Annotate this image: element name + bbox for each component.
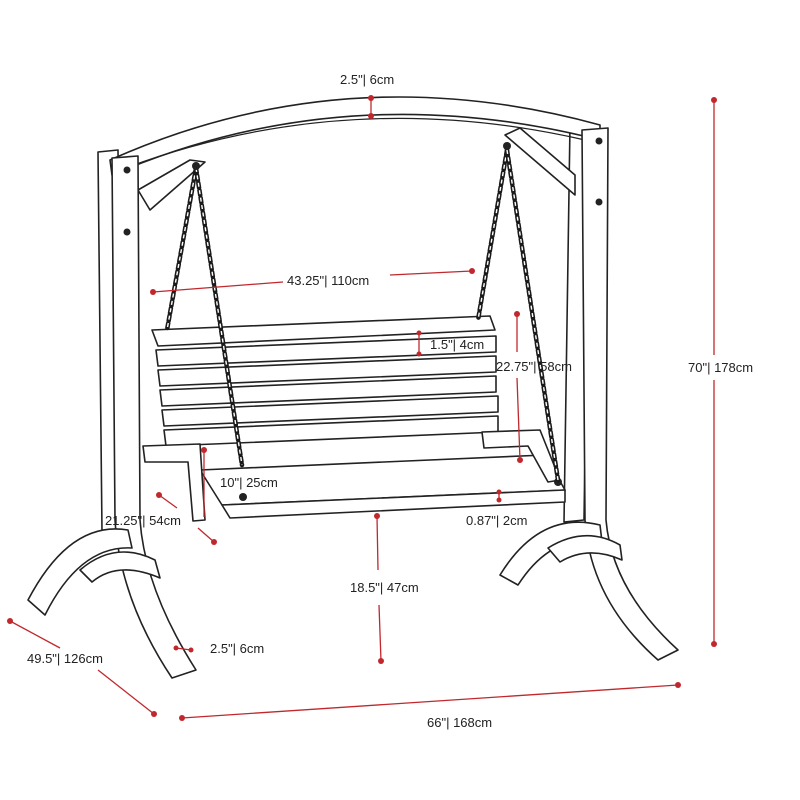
bolt (595, 137, 603, 145)
right-rear-chain-inner (477, 149, 508, 321)
chain-hook (192, 162, 200, 170)
label-frame-depth: 49.5"| 126cm (27, 651, 103, 666)
label-leg-thickness: 2.5"| 6cm (210, 641, 264, 656)
right-front-chain-inner (506, 149, 559, 481)
bolt (239, 493, 247, 501)
dim-line-seat-depth (158, 494, 178, 509)
label-seat-thickness: 0.87"| 2cm (466, 513, 527, 528)
label-frame-height: 70"| 178cm (688, 360, 753, 375)
bolt (595, 198, 603, 206)
swing-bench (142, 315, 566, 522)
hanging-chains (164, 142, 561, 483)
bolt (123, 228, 131, 236)
front-right-leg (581, 127, 679, 661)
dim-endpoint (374, 513, 380, 519)
swing-frame (27, 96, 679, 679)
dim-endpoint (151, 711, 157, 717)
dim-endpoint (675, 682, 681, 688)
dimension-lines (7, 95, 717, 721)
dim-endpoint (469, 268, 475, 274)
dim-endpoint (150, 289, 156, 295)
left-rear-chain-inner (166, 167, 197, 331)
back-slat (155, 335, 497, 367)
label-armrest-height: 10"| 25cm (220, 475, 278, 490)
dim-endpoint (416, 351, 422, 357)
chain-hook (503, 142, 511, 150)
dim-endpoint (711, 97, 717, 103)
dim-line-seat-depth (197, 527, 215, 543)
right-armrest (481, 429, 561, 483)
dim-endpoint (514, 311, 520, 317)
left-foot-arch (27, 528, 133, 616)
dim-endpoint (368, 113, 374, 119)
left-inner-arch (79, 551, 161, 583)
dim-endpoint (517, 457, 523, 463)
dim-endpoint (179, 715, 185, 721)
label-seat-depth: 21.25"| 54cm (105, 513, 181, 528)
dim-endpoint (188, 647, 194, 653)
label-ground-clearance: 18.5"| 47cm (350, 580, 419, 595)
bolt (123, 166, 131, 174)
label-seat-width: 43.25"| 110cm (287, 273, 369, 288)
left-corner-brace (137, 159, 206, 211)
label-frame-width: 66"| 168cm (427, 715, 492, 730)
label-beam-thickness: 2.5"| 6cm (340, 72, 394, 87)
label-backrest-height: 22.75"| 58cm (496, 359, 572, 374)
dim-line-frame-depth (9, 620, 61, 649)
dim-line-backrest-height (516, 377, 521, 461)
backrest-frame (151, 315, 496, 347)
label-slat-height: 1.5"| 4cm (430, 337, 484, 352)
back-slat (157, 355, 497, 387)
dim-endpoint (201, 447, 207, 453)
dim-endpoint (711, 641, 717, 647)
dim-endpoint (416, 330, 422, 336)
dim-endpoint (156, 492, 162, 498)
dim-line-leg-thickness (175, 647, 192, 651)
right-corner-brace (504, 127, 576, 196)
dim-endpoint (496, 489, 502, 495)
dim-line-ground-clearance (376, 515, 379, 571)
dim-endpoint (496, 497, 502, 503)
dim-line-frame-width (181, 684, 679, 719)
dim-endpoint (173, 645, 179, 651)
dim-endpoint (211, 539, 217, 545)
right-inner-arch (547, 534, 623, 563)
dim-line-seat-width (389, 270, 473, 276)
seat-front-rail (221, 489, 566, 519)
dim-line-ground-clearance (378, 604, 382, 662)
left-armrest (142, 443, 206, 522)
dim-endpoint (378, 658, 384, 664)
dim-endpoint (368, 95, 374, 101)
left-front-chain-inner (195, 167, 243, 466)
dim-line-seat-width (152, 281, 284, 293)
back-slat (159, 375, 497, 407)
back-slat (161, 395, 499, 427)
dim-line-frame-depth (97, 669, 155, 715)
dimension-labels: 2.5"| 6cm 43.25"| 110cm 1.5"| 4cm 22.75"… (27, 72, 753, 730)
dim-endpoint (7, 618, 13, 624)
